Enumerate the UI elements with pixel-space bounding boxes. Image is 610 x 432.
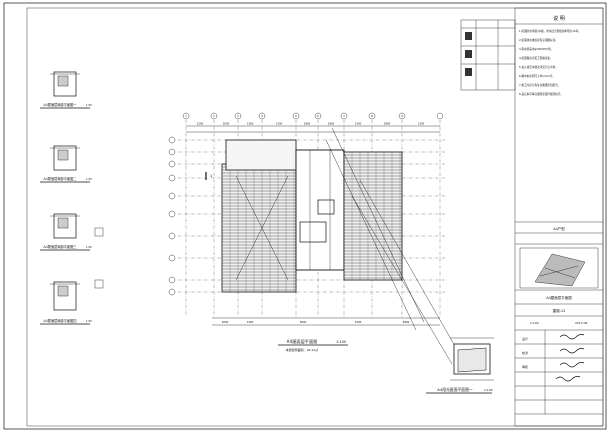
grid-mark: 4 xyxy=(261,114,263,118)
notes-header: 说 明 xyxy=(553,15,565,22)
title-block-checker: 校对 xyxy=(522,350,528,355)
notes-lines: 1.屋面防水等级为II级，防水层合理使用年限为15年。 2.屋面排水坡度详见平面图… xyxy=(519,29,581,96)
legend-table xyxy=(460,19,516,91)
small-detail: A4屋面层局部平面图一 1:50 xyxy=(40,71,92,109)
bottom-dimension-value: 2050 xyxy=(222,320,229,324)
bottom-dimension-value: 4800 xyxy=(403,320,410,324)
sunroom-detail: A4阳光屋面平面图一 1:100 xyxy=(426,337,494,394)
bottom-dimension-value: 1300 xyxy=(247,320,254,324)
title-block-designer: 设计 xyxy=(522,336,528,341)
title-block-drawing: A4屋面层平面图 xyxy=(546,295,572,300)
grid-mark: 9 xyxy=(401,114,403,118)
top-dimension-value: 1300 xyxy=(247,122,254,126)
detail-scale: 1:100 xyxy=(484,388,493,392)
detail-title: A4阳光屋面平面图一 xyxy=(437,387,473,392)
note-line: 1.屋面防水等级为II级，防水层合理使用年限为15年。 xyxy=(519,29,581,33)
signature xyxy=(559,347,585,354)
note-line: 3.雨水管采用φ100UPVC管。 xyxy=(519,47,553,51)
main-plan-title: A4屋面层平面图 xyxy=(287,339,318,345)
title-block-rows xyxy=(515,289,603,415)
title-block-date: 2013.06 xyxy=(575,321,587,325)
top-dimension-value: 2050 xyxy=(223,122,230,126)
grid-mark: 5 xyxy=(295,114,297,118)
roof-hatch-right xyxy=(344,152,402,280)
small-detail-scale: 1:50 xyxy=(86,245,92,249)
roof-hatch-left xyxy=(222,164,296,292)
grid-mark: 3 xyxy=(237,114,239,118)
roof-left-wing xyxy=(221,163,297,293)
section-marker-left: 1 xyxy=(205,172,212,180)
small-detail-scale: 1:50 xyxy=(86,319,92,323)
small-detail: A4屋面层局部平面图四 1:50 xyxy=(40,281,92,325)
top-dimension-value: 1300 xyxy=(418,122,425,126)
title-block-project: A4户型 xyxy=(553,226,565,231)
top-dimensions: 1200 2050 1300 3100 1800 1800 1200 3800 1300 xyxy=(186,122,440,133)
site-key-plan xyxy=(519,247,599,289)
roof-main-left xyxy=(225,139,297,171)
top-dimension-value: 1800 xyxy=(304,122,311,126)
title-block-approver: 审核 xyxy=(522,364,528,369)
grid-mark: 7 xyxy=(343,114,345,118)
grid-mark: 2 xyxy=(213,114,215,118)
signature xyxy=(555,375,581,382)
note-line: 6.图中未注明尺寸均以mm计。 xyxy=(519,74,555,78)
main-roof-plan: 1 2 3 4 5 6 7 8 9 1200 2050 1300 3100 1800 1800 1200 38… xyxy=(168,112,461,365)
small-detail-scale: 1:50 xyxy=(86,103,92,107)
note-line: 7.施工时应与各专业图纸密切配合。 xyxy=(519,83,560,87)
small-detail-scale: 1:50 xyxy=(86,177,92,181)
note-line: 8.其它未尽事宜按国家现行规范执行。 xyxy=(519,92,563,96)
small-detail-title: A4屋面层局部平面图二 xyxy=(44,176,77,181)
small-detail-title: A4屋面层局部平面图一 xyxy=(44,102,78,107)
bottom-dimension-value: 5600 xyxy=(300,320,307,324)
grid-mark: 8 xyxy=(371,114,373,118)
small-detail: A4屋面层局部平面图二 1:50 xyxy=(40,145,92,183)
title-block: 说 明 1.屋面防水等级为II级，防水层合理使用年限为15年。 2.屋面排水坡度详… xyxy=(514,7,604,427)
top-dimension-value: 3100 xyxy=(276,122,283,126)
small-detail: A4屋面层局部平面图三 1:50 xyxy=(40,213,92,251)
title-block-sheet-no: 建施-12 xyxy=(553,308,566,313)
signature xyxy=(559,333,585,340)
top-dimension-value: 3800 xyxy=(384,122,391,126)
title-block-scale: 1:100 xyxy=(530,321,539,325)
grid-mark: 6 xyxy=(317,114,319,118)
small-detail-title: A4屋面层局部平面图四 xyxy=(44,318,77,323)
bottom-dimension-value: 3100 xyxy=(355,320,362,324)
svg-text:1: 1 xyxy=(210,174,212,178)
note-line: 5.女儿墙泛水做法详见节点大样。 xyxy=(519,65,558,69)
note-line: 2.屋面排水坡度详见平面图标注。 xyxy=(519,38,558,42)
roof-core xyxy=(295,149,345,271)
main-plan-subtitle: 本层建筑面积：92.21㎡ xyxy=(286,347,319,352)
top-dimension-value: 1800 xyxy=(328,122,335,126)
sheet-frame xyxy=(3,2,607,430)
main-plan-scale: 1:100 xyxy=(336,340,346,344)
bottom-dimensions: 2050 1300 5600 3100 4800 xyxy=(212,317,440,326)
grid-mark: 1 xyxy=(185,114,187,118)
note-line: 4.屋面做法详见工程做法表。 xyxy=(519,56,553,60)
signature xyxy=(559,361,585,368)
small-detail-title: A4屋面层局部平面图三 xyxy=(44,244,77,249)
small-box xyxy=(94,279,104,289)
small-box xyxy=(94,227,104,237)
top-dimension-value: 1200 xyxy=(355,122,362,126)
top-dimension-value: 1200 xyxy=(197,122,204,126)
